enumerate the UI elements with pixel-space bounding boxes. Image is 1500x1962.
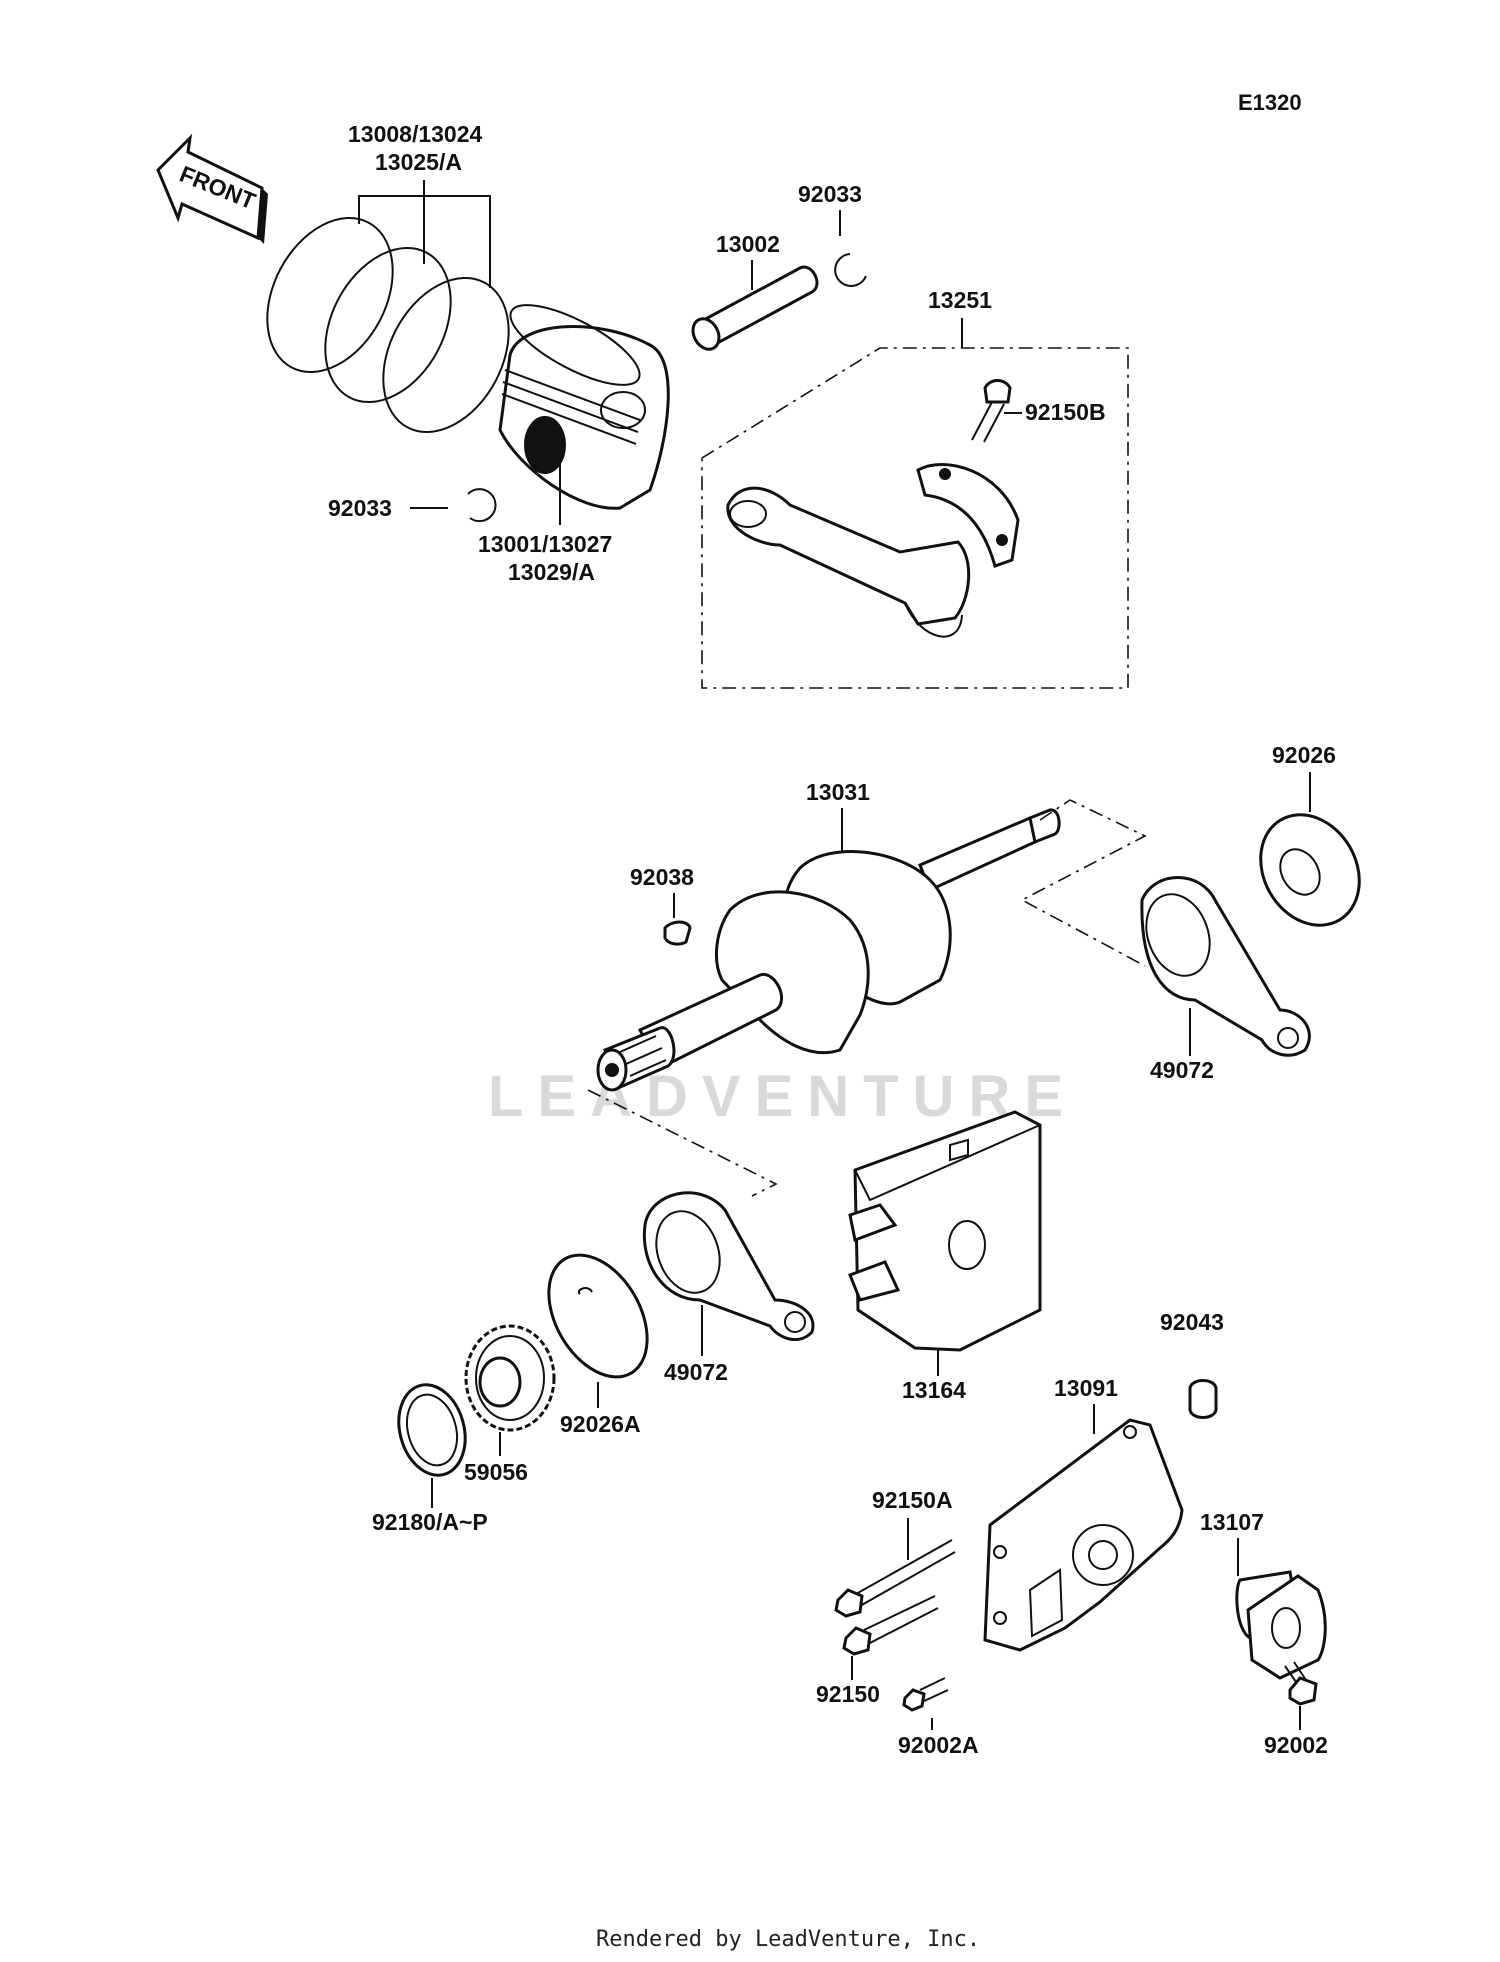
gear <box>464 1324 556 1432</box>
label-bearing-left: 49072 <box>664 1359 728 1385</box>
housing <box>983 1418 1184 1652</box>
label-bolt-long: 92150A <box>872 1487 953 1513</box>
connecting-rod <box>726 486 971 638</box>
label-shim: 92180/A~P <box>372 1509 488 1535</box>
label-bolt: 92150 <box>816 1681 880 1707</box>
conrod-assy-box <box>701 347 1129 689</box>
label-rings-2: 13025/A <box>375 149 462 175</box>
label-bushing: 13107 <box>1200 1509 1264 1535</box>
label-washer-right: 92026 <box>1272 742 1336 768</box>
bolt-long <box>834 1539 956 1618</box>
washer-right <box>1259 813 1361 927</box>
label-rings-1: 13008/13024 <box>348 121 483 147</box>
piston-pin <box>691 265 819 351</box>
piston <box>498 304 670 510</box>
bolt-short <box>902 1677 949 1712</box>
crankshaft <box>596 808 1061 1092</box>
label-gear: 59056 <box>464 1459 528 1485</box>
bushing <box>1235 1570 1327 1680</box>
label-washer-left: 92026A <box>560 1411 641 1437</box>
label-circlip-right: 92033 <box>798 181 862 207</box>
label-crankshaft: 13031 <box>806 779 870 805</box>
rod-cap <box>916 462 1020 568</box>
label-dowel-pin: 92043 <box>1160 1309 1224 1335</box>
washer-left <box>547 1253 649 1379</box>
label-conrod-bolt: 92150B <box>1025 399 1106 425</box>
label-conrod-assy: 13251 <box>928 287 992 313</box>
label-housing: 13091 <box>1054 1375 1118 1401</box>
footer-credit: Rendered by LeadVenture, Inc. <box>596 1927 980 1952</box>
label-bearing-right: 49072 <box>1150 1057 1214 1083</box>
front-arrow-icon: FRONT <box>156 133 268 244</box>
bearing-left <box>642 1191 815 1342</box>
label-key: 92038 <box>630 864 694 890</box>
label-piston-pin: 13002 <box>716 231 780 257</box>
conrod-bolt <box>971 379 1012 443</box>
balancer-weight <box>848 1110 1042 1352</box>
bolt-small <box>1284 1661 1318 1706</box>
ref-code: E1320 <box>1238 90 1302 115</box>
dowel-pin <box>1188 1379 1218 1419</box>
label-circlip-left: 92033 <box>328 495 392 521</box>
label-bolt-small: 92002 <box>1264 1732 1328 1758</box>
piston-rings <box>266 216 510 434</box>
label-balancer-weight: 13164 <box>902 1377 966 1403</box>
circlip-left <box>467 488 497 523</box>
bolt <box>842 1595 939 1656</box>
label-piston-1: 13001/13027 <box>478 531 612 557</box>
watermark: LEADVENTURE <box>488 1064 1077 1129</box>
label-bolt-short: 92002A <box>898 1732 979 1758</box>
label-piston-2: 13029/A <box>508 559 595 585</box>
circlip-right <box>834 253 867 287</box>
bearing-right <box>1140 876 1311 1057</box>
shim <box>397 1383 467 1477</box>
key <box>663 920 692 946</box>
